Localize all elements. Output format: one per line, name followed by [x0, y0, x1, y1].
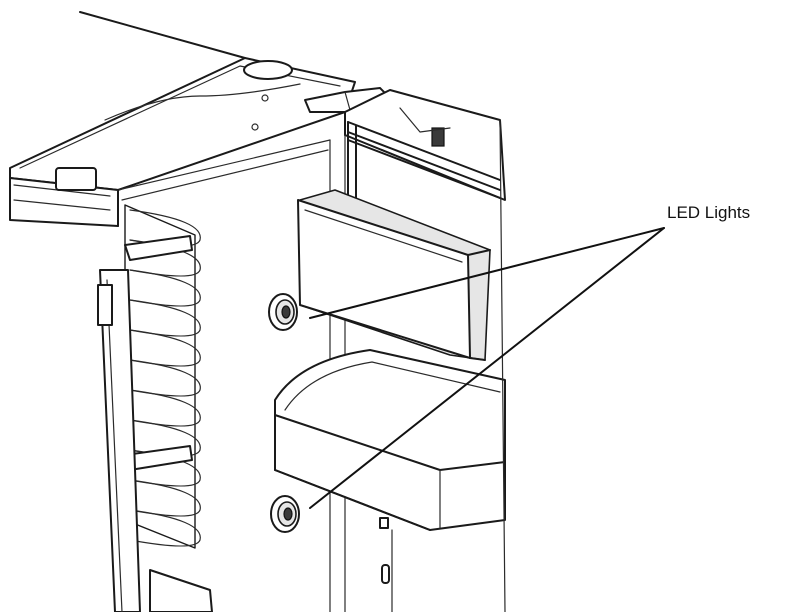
- leader-line-lower: [309, 227, 665, 509]
- led-lights-label: LED Lights: [667, 203, 751, 222]
- left-cabinet-wall: [9, 167, 119, 227]
- shelf-rails: [124, 204, 201, 549]
- door-gasket: [344, 89, 506, 201]
- front-post: [97, 269, 213, 612]
- callout-leader-lines: [309, 227, 665, 509]
- leader-line-upper: [309, 227, 665, 319]
- door-edge: [391, 119, 506, 612]
- lower-door-bin: [274, 349, 506, 584]
- lower-led-light: [270, 495, 300, 533]
- upper-led-light: [268, 293, 298, 331]
- upper-door-bin: [297, 189, 491, 361]
